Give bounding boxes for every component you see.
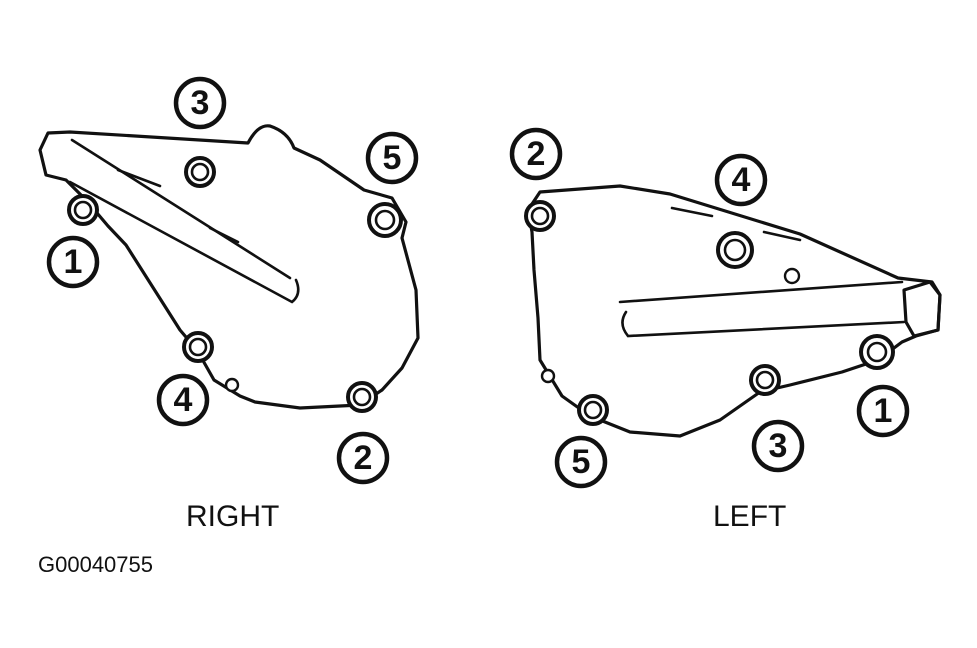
- svg-text:3: 3: [769, 427, 788, 465]
- right-callout-2: 2: [336, 431, 390, 485]
- left-callout-5: 5: [554, 435, 608, 489]
- svg-text:4: 4: [174, 381, 193, 419]
- right-cover-rib-short-b: [208, 226, 240, 244]
- left-cover-rib-short-b: [762, 230, 802, 242]
- svg-text:2: 2: [527, 135, 546, 173]
- svg-text:1: 1: [64, 243, 83, 281]
- right-cover-rib-upper: [70, 138, 292, 280]
- left-cover-bolt-2: [524, 200, 556, 232]
- right-cover-rib-lower: [68, 180, 300, 304]
- figure-id: G00040755: [38, 552, 153, 577]
- left-cover-connector-block: [902, 280, 942, 338]
- right-cover-outline: [38, 124, 420, 410]
- left-cover-small-hole-top: [783, 267, 801, 285]
- svg-text:4: 4: [732, 161, 751, 199]
- left-cover-rib-upper: [618, 280, 904, 304]
- right-cover-rib-short-a: [116, 168, 162, 188]
- left-cover-rib-lower: [621, 310, 906, 338]
- left-cover: 1 2 3 4 5: [509, 127, 942, 489]
- left-cover-bolt-5: [577, 394, 609, 426]
- right-caption: RIGHT: [186, 500, 280, 533]
- svg-text:5: 5: [572, 443, 591, 481]
- right-cover: 1 2 3 4 5: [38, 76, 420, 485]
- left-cover-rib-short-a: [670, 206, 714, 218]
- left-caption: LEFT: [713, 500, 787, 533]
- right-cover-bolt-4: [182, 331, 214, 363]
- right-cover-bolt-5: [367, 202, 403, 238]
- left-cover-bolt-3: [749, 364, 781, 396]
- right-cover-bolt-2: [346, 381, 378, 413]
- right-callout-3: 3: [173, 76, 227, 130]
- left-callout-2: 2: [509, 127, 563, 181]
- left-cover-small-hole-bottom: [540, 368, 556, 384]
- left-cover-bolt-1: [859, 334, 895, 370]
- svg-text:2: 2: [354, 439, 373, 477]
- right-cover-bolt-3: [184, 156, 216, 188]
- left-callout-4: 4: [714, 153, 768, 207]
- svg-text:1: 1: [874, 392, 893, 430]
- right-callout-5: 5: [365, 131, 419, 185]
- left-cover-bolt-4: [716, 231, 754, 269]
- right-callout-4: 4: [156, 373, 210, 427]
- right-callout-1: 1: [46, 235, 100, 289]
- left-callout-3: 3: [751, 419, 805, 473]
- right-cover-small-hole: [224, 377, 240, 393]
- svg-text:5: 5: [383, 139, 402, 177]
- left-callout-1: 1: [856, 384, 910, 438]
- right-cover-bolt-1: [67, 194, 99, 226]
- svg-text:3: 3: [191, 84, 210, 122]
